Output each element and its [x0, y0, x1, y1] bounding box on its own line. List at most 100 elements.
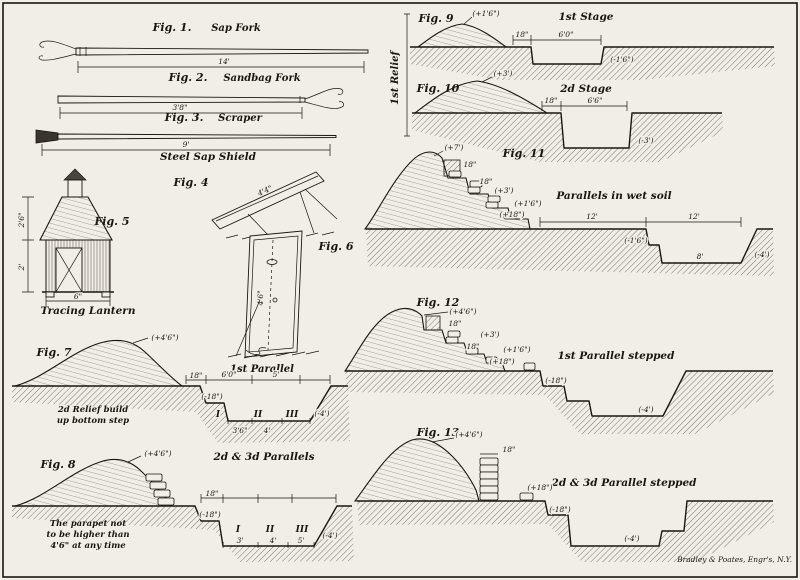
fig5-dimension-lower: 2': [17, 264, 26, 272]
fig11-ditch-width: 8': [697, 252, 704, 261]
fig2-fork-prongs: [299, 88, 344, 109]
fig13-earth-section: [357, 501, 774, 562]
figure-4-steel-sap-shield: Steel Sap Shield Fig. 4 4'4": [160, 151, 338, 240]
fig8-floor-ticks: [222, 542, 315, 548]
fig2-title: Sandbag Fork: [223, 73, 300, 84]
fig7-dim-18: 18": [190, 371, 203, 380]
fig13-number: Fig. 13: [416, 426, 460, 439]
fig9-earth-section: [410, 47, 775, 80]
fig11-sandbag-steps: [448, 170, 517, 220]
fig10-dimension-line: [541, 101, 628, 111]
fig3-title: Scraper: [218, 113, 262, 124]
fig6-centerline: [267, 239, 274, 351]
figure-5-tracing-lantern: Fig. 5 2'6" 2' 6" Tracing Lantern: [16, 168, 135, 317]
fig10-spoil-mound: [413, 80, 549, 114]
fig3-rod: [57, 133, 337, 140]
fig9-spoil-mound: [416, 23, 508, 48]
fig7-width-1: 3'6": [232, 426, 247, 435]
fig8-top-dimension-line: [200, 494, 337, 503]
fig12-ground-sandbag: [523, 362, 536, 371]
fig2-number: Fig. 2.: [168, 71, 208, 84]
fig5-height-dimension-line: [22, 196, 34, 293]
fig8-number: Fig. 8: [40, 458, 76, 471]
fig9-relief-bracket: [404, 13, 410, 137]
fig7-depth-4ft: (-4'): [314, 409, 329, 418]
fig10-plus-height: (+3'): [494, 69, 513, 78]
fig8-width-2: 4': [269, 536, 277, 545]
fig12-step-18b: 18": [467, 342, 480, 351]
fig7-trench-profile: [12, 385, 348, 422]
fig8-plus-height: (+4'6"): [144, 449, 171, 458]
fig10-stage-label: 2d Stage: [559, 83, 612, 95]
fig6-ground-hatch: [227, 347, 320, 359]
fig11-plus-3ft: (+3'): [495, 186, 514, 195]
fig11-plus-1ft6: (+1'6"): [514, 199, 541, 208]
fig5-chimney: [67, 179, 83, 198]
fig11-ground-dimension-line: [539, 217, 742, 227]
fig13-plus-height: (+4'6"): [455, 430, 482, 439]
fig8-depth-4ft: (-4'): [322, 531, 337, 540]
fig11-step-18a: 18": [464, 160, 477, 169]
fig9-relief-label: 1st Relief: [390, 49, 401, 104]
fig11-step-18b: 18": [480, 177, 493, 186]
fig7-trench-label: 1st Parallel: [230, 364, 294, 375]
fig5-base-dimension-line: [45, 296, 111, 306]
fig9-depth: (-1'6"): [610, 55, 634, 64]
fig3-number: Fig. 3.: [164, 111, 204, 124]
fig11-depth-1ft6: (-1'6"): [624, 236, 648, 245]
fig7-top-dimension-line: [185, 375, 331, 384]
fig7-plus-height: (+4'6"): [151, 333, 178, 342]
fig12-number: Fig. 12: [416, 296, 460, 309]
fig8-trench-label: 2d & 3d Parallels: [212, 451, 314, 463]
fig13-bag-18: 18": [503, 445, 516, 454]
fig12-depth-4ft: (-4'): [638, 405, 653, 414]
fig12-stepped-trench-profile: [345, 370, 773, 417]
fig11-earth-section: [366, 229, 774, 276]
fig11-number: Fig. 11: [502, 147, 546, 160]
fig5-foot-right: [101, 291, 111, 298]
figure-2-sandbag-fork: Fig. 2. Sandbag Fork 3'8": [57, 71, 344, 119]
fig12-plus-3ft: (+3'): [481, 330, 500, 339]
fig9-number: Fig. 9: [418, 12, 454, 25]
fig10-trench-profile: [412, 112, 722, 149]
fig1-fork-prongs: [38, 40, 87, 61]
fig9-stage-label: 1st Stage: [559, 11, 614, 23]
fig10-dim-6ft6: 6'6": [587, 96, 602, 105]
fig10-depth: (-3'): [638, 136, 653, 145]
fig2-dimension-line: [59, 107, 303, 119]
fig5-foot-left: [45, 291, 55, 298]
fig12-earth-section: [345, 371, 774, 434]
fig8-stage-III: III: [295, 525, 309, 535]
figure-12-first-parallel-stepped: Fig. 12 (+4'6") 18" (+3') 18" (+1'6") (+…: [343, 296, 774, 434]
fig12-plus-18in: (+18"): [489, 357, 514, 366]
fig12-caption: 1st Parallel stepped: [558, 350, 676, 362]
fig8-depth-18: (-18"): [199, 510, 220, 519]
fig13-ticks: [431, 437, 498, 455]
fig2-dimension: 3'8": [172, 103, 187, 112]
fig8-width-1: 3': [237, 536, 244, 545]
fig7-floor-ticks: [227, 418, 311, 424]
fig7-dim-6ft: 6'0": [221, 370, 236, 379]
fig4-shield-plate: [211, 171, 325, 230]
fig8-width-3: 5': [298, 536, 305, 545]
fig7-number: Fig. 7: [36, 346, 72, 359]
figure-13-second-third-parallel-stepped: Fig. 13 (+4'6") 18" 2d & 3d Parallel ste…: [353, 426, 774, 562]
fig12-sandbag-steps: [445, 330, 498, 364]
fig13-stepped-trench-profile: [357, 500, 773, 547]
figure-11-parallels-wet-soil: Fig. 11 (+7') 18" 18" (+3') (+1'6") (+18…: [363, 142, 774, 276]
fig11-caption: Parallels in wet soil: [555, 190, 671, 202]
figure-1-sap-fork: Fig. 1. Sap Fork 14': [38, 21, 369, 73]
fig8-peak-tick: [127, 455, 142, 463]
fig8-trench-profile: [12, 505, 352, 547]
fig9-dim-18: 18": [516, 30, 529, 39]
fig12-plus-height: (+4'6"): [449, 307, 476, 316]
fig13-ground-sandbag: [519, 492, 534, 501]
fig6-shield: [244, 230, 303, 358]
fig8-note-line1: The parapet not: [50, 519, 126, 529]
fig6-number: Fig. 6: [318, 240, 354, 253]
figure-6-standing-shield: Fig. 6 4'6": [227, 230, 354, 359]
figure-9-first-stage: Fig. 9 1st Relief (+1'6") 1st Stage 18" …: [390, 8, 775, 137]
figure-8-second-third-parallels: Fig. 8 2d & 3d Parallels (+4'6") 18" (-1…: [12, 448, 354, 562]
